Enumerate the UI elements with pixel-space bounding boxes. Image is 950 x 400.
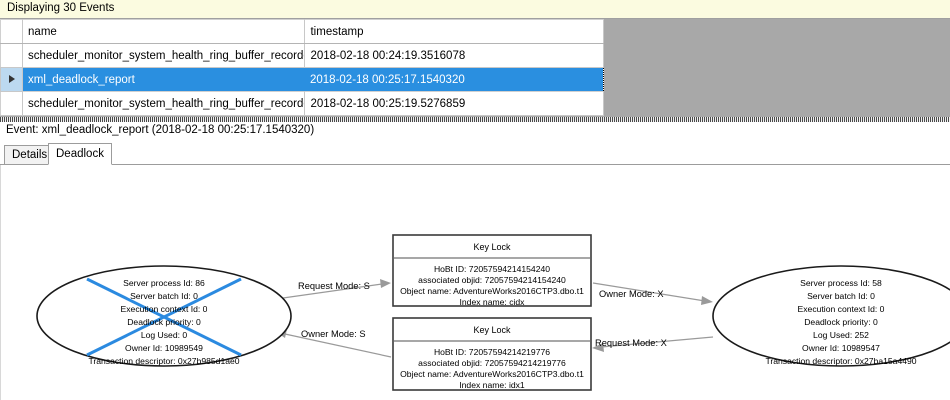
header-selector-cell (0, 19, 24, 44)
process-right-line-6: Transaction descriptor: 0x27ba15a4490 (765, 356, 916, 366)
header-row: name timestamp (0, 19, 604, 44)
row-name[interactable]: scheduler_monitor_system_health_ring_buf… (22, 43, 306, 68)
resource-bottom-line-2: Object name: AdventureWorks2016CTP3.dbo.… (400, 369, 584, 379)
detail-tabstrip: Details Deadlock (0, 141, 950, 165)
resource-bottom-title: Key Lock (473, 325, 511, 335)
table-row[interactable]: scheduler_monitor_system_health_ring_buf… (0, 91, 604, 116)
edge-label-request-mode-x: Request Mode: X (595, 338, 667, 348)
svg-text:Owner Mode: X: Owner Mode: X (599, 289, 664, 299)
process-left-line-1: Server batch Id: 0 (130, 291, 198, 301)
process-node-right[interactable]: Server process Id: 58 Server batch Id: 0… (712, 265, 950, 367)
row-selector[interactable] (0, 43, 24, 68)
table-row-selected[interactable]: xml_deadlock_report 2018-02-18 00:25:17.… (0, 67, 604, 92)
event-detail-title: Event: xml_deadlock_report (2018-02-18 0… (0, 122, 950, 140)
resource-top-title: Key Lock (473, 242, 511, 252)
row-timestamp[interactable]: 2018-02-18 00:25:17.1540320 (304, 67, 604, 92)
row-selector-active[interactable] (0, 67, 24, 92)
process-left-line-3: Deadlock priority: 0 (127, 317, 201, 327)
resource-node-bottom[interactable]: Key Lock HoBt ID: 72057594214219776 asso… (392, 317, 592, 391)
row-timestamp[interactable]: 2018-02-18 00:25:19.5276859 (304, 91, 604, 116)
process-right-line-1: Server batch Id: 0 (807, 291, 875, 301)
process-left-line-2: Execution context Id: 0 (121, 304, 208, 314)
process-right-line-0: Server process Id: 58 (800, 278, 882, 288)
resource-node-top[interactable]: Key Lock HoBt ID: 72057594214154240 asso… (392, 234, 592, 307)
edge-owner-mode-x (592, 282, 713, 305)
row-selector[interactable] (0, 91, 24, 116)
resource-top-line-1: associated objid: 72057594214154240 (418, 275, 566, 285)
process-left-line-4: Log Used: 0 (141, 330, 188, 340)
events-grid-body: scheduler_monitor_system_health_ring_buf… (0, 43, 604, 116)
process-left-line-6: Transaction descriptor: 0x27b985d1ae0 (88, 356, 239, 366)
events-grid-header: name timestamp (0, 19, 604, 44)
horizontal-splitter[interactable] (0, 117, 950, 122)
tab-deadlock[interactable]: Deadlock (48, 143, 112, 165)
process-right-line-5: Owner Id: 10989547 (802, 343, 880, 353)
resource-top-line-3: Index name: cidx (460, 297, 526, 307)
row-timestamp[interactable]: 2018-02-18 00:24:19.3516078 (304, 43, 604, 68)
edge-request-mode-s (282, 279, 391, 299)
svg-text:Request Mode: X: Request Mode: X (595, 338, 667, 348)
resource-bottom-line-1: associated objid: 72057594214219776 (418, 358, 566, 368)
edge-label-owner-mode-s: Owner Mode: S (301, 329, 366, 339)
resource-top-line-2: Object name: AdventureWorks2016CTP3.dbo.… (400, 286, 584, 296)
process-right-line-2: Execution context Id: 0 (798, 304, 885, 314)
resource-bottom-line-0: HoBt ID: 72057594214219776 (434, 347, 550, 357)
header-name-cell[interactable]: name (22, 19, 306, 44)
table-row[interactable]: scheduler_monitor_system_health_ring_buf… (0, 43, 604, 68)
edge-label-owner-mode-x: Owner Mode: X (599, 289, 664, 299)
process-left-line-5: Owner Id: 10989549 (125, 343, 203, 353)
tab-details[interactable]: Details (4, 145, 56, 164)
tabstrip-baseline (0, 164, 950, 165)
process-right-line-3: Deadlock priority: 0 (804, 317, 878, 327)
deadlock-graph-canvas[interactable]: Server process Id: 86 Server batch Id: 0… (0, 165, 950, 400)
events-grid-panel: name timestamp scheduler_monitor_system_… (0, 19, 950, 117)
process-right-line-4: Log Used: 252 (813, 330, 869, 340)
svg-text:Request Mode: S: Request Mode: S (298, 281, 370, 291)
events-grid[interactable]: name timestamp scheduler_monitor_system_… (0, 19, 604, 116)
row-name[interactable]: xml_deadlock_report (22, 67, 305, 92)
svg-text:Owner Mode: S: Owner Mode: S (301, 329, 366, 339)
current-row-arrow-icon (8, 75, 15, 84)
resource-top-line-0: HoBt ID: 72057594214154240 (434, 264, 550, 274)
process-left-line-0: Server process Id: 86 (123, 278, 205, 288)
events-count-banner: Displaying 30 Events (0, 0, 950, 19)
process-node-left[interactable]: Server process Id: 86 Server batch Id: 0… (36, 265, 292, 367)
header-timestamp-cell[interactable]: timestamp (304, 19, 604, 44)
edge-request-mode-x (592, 336, 714, 352)
resource-bottom-line-3: Index name: idx1 (459, 380, 525, 390)
victim-cross-icon (86, 277, 242, 357)
edge-label-request-mode-s: Request Mode: S (298, 281, 370, 291)
row-name[interactable]: scheduler_monitor_system_health_ring_buf… (22, 91, 306, 116)
